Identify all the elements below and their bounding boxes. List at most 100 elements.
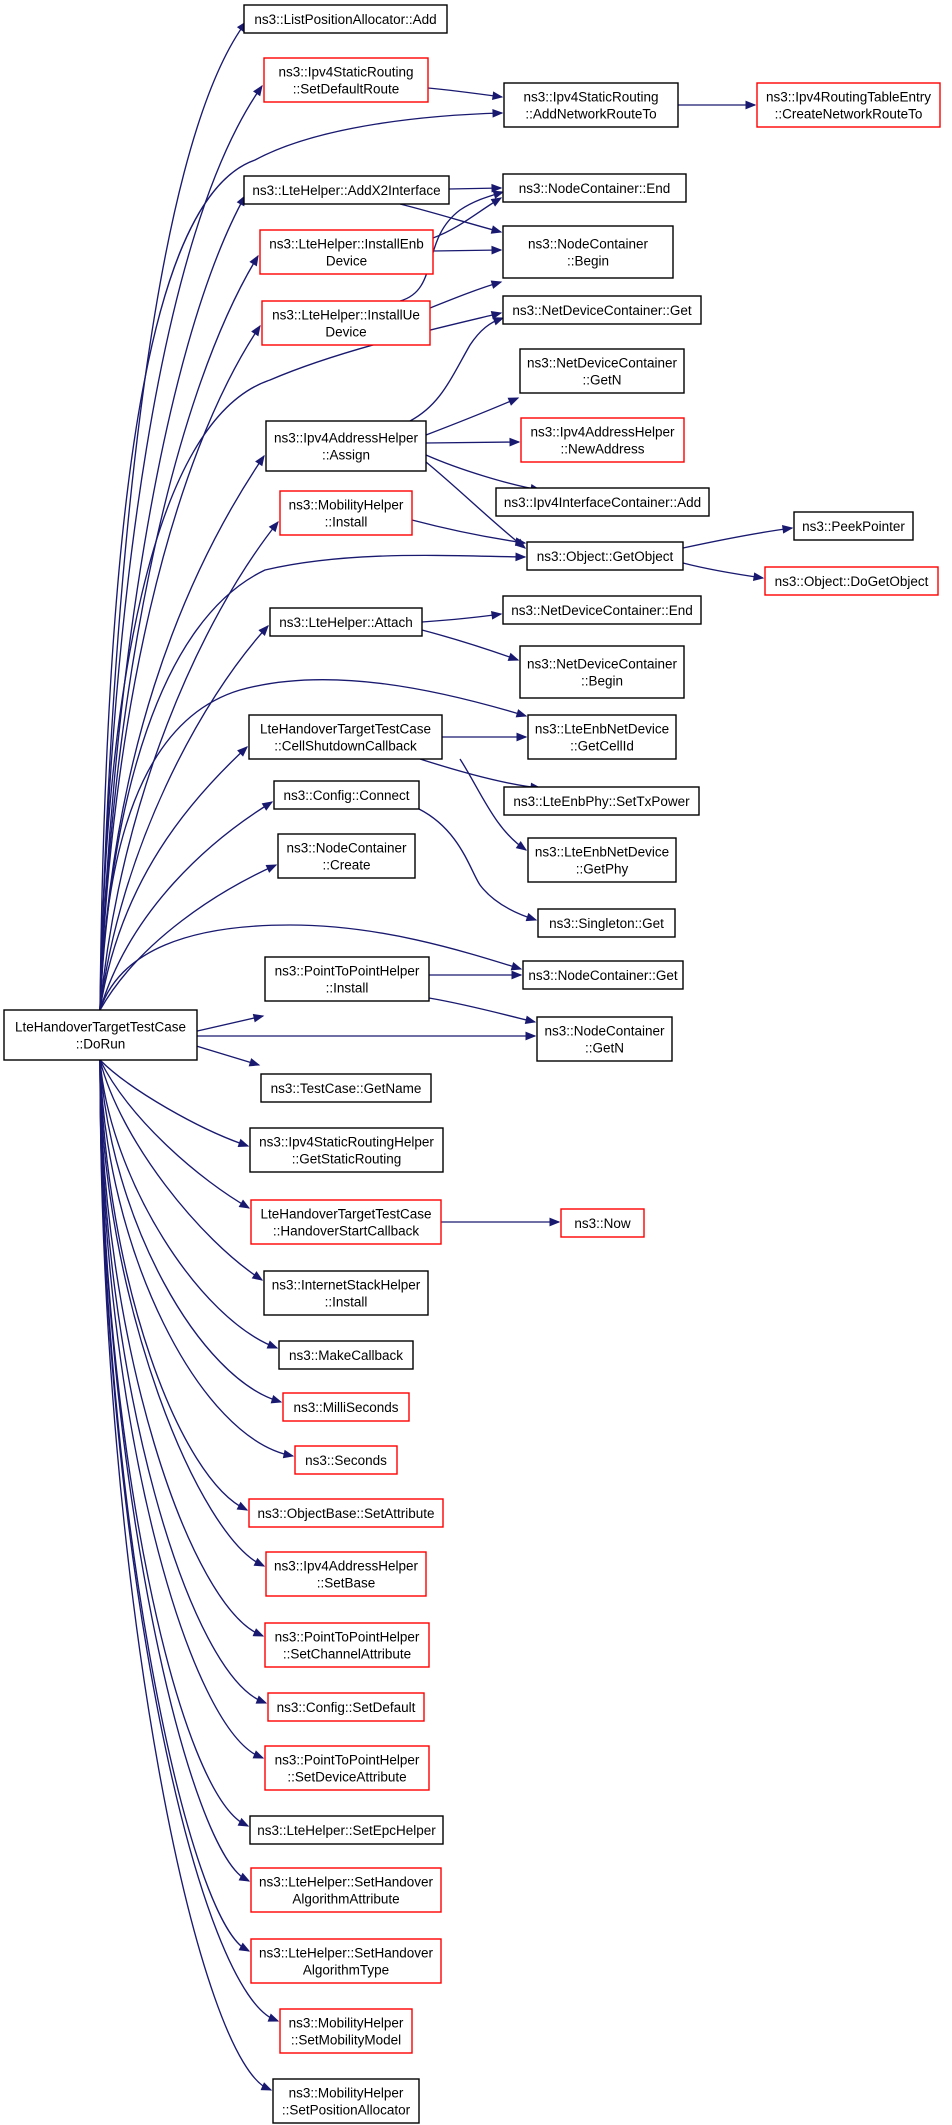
node-lte_attach[interactable]: ns3::LteHelper::Attach <box>269 607 423 637</box>
edge-iah_assign-to-ndc_getn <box>425 397 519 436</box>
node-root[interactable]: LteHandoverTargetTestCase::DoRun <box>3 1009 198 1061</box>
node-lte_attach-label-0: ns3::LteHelper::Attach <box>279 615 413 630</box>
node-handoverstart[interactable]: LteHandoverTargetTestCase::HandoverStart… <box>250 1199 442 1245</box>
node-peekpointer[interactable]: ns3::PeekPointer <box>793 511 914 541</box>
node-obj_dogetobject[interactable]: ns3::Object::DoGetObject <box>764 566 939 596</box>
node-iah_assign-box <box>265 420 427 472</box>
node-isr_addnet-box <box>503 82 679 128</box>
node-ndc_end[interactable]: ns3::NetDeviceContainer::End <box>502 595 702 625</box>
node-ish_install-label-0: ns3::InternetStackHelper <box>272 1278 421 1293</box>
edge-root-to-isr_setdefault-arrowhead <box>253 84 263 97</box>
edge-root-to-cfg_connect <box>99 801 273 1011</box>
node-tc_getname[interactable]: ns3::TestCase::GetName <box>260 1073 432 1103</box>
node-irte_create[interactable]: ns3::Ipv4RoutingTableEntry::CreateNetwor… <box>756 82 941 128</box>
edge-root-to-tc_getname-arrowhead <box>248 1058 261 1067</box>
node-lte_setepc-label-0: ns3::LteHelper::SetEpcHelper <box>257 1823 436 1838</box>
node-nc_getn[interactable]: ns3::NodeContainer::GetN <box>536 1016 673 1062</box>
node-mob_setmodel[interactable]: ns3::MobilityHelper::SetMobilityModel <box>279 2008 413 2054</box>
node-nc_create[interactable]: ns3::NodeContainer::Create <box>277 833 416 879</box>
edge-root-to-lte_attach <box>99 625 269 1011</box>
node-lenb_getcellid-label-1: ::GetCellId <box>570 739 634 754</box>
node-nc_end[interactable]: ns3::NodeContainer::End <box>502 173 687 203</box>
node-ndc_begin[interactable]: ns3::NetDeviceContainer::Begin <box>519 645 685 699</box>
node-singleton_get-box <box>537 908 676 938</box>
node-ndc_getn[interactable]: ns3::NetDeviceContainer::GetN <box>519 348 685 394</box>
node-nc_create-label-0: ns3::NodeContainer <box>286 841 407 856</box>
node-p2p_setchan-label-0: ns3::PointToPointHelper <box>275 1630 420 1645</box>
node-cfg_connect[interactable]: ns3::Config::Connect <box>273 780 420 810</box>
edge-root-to-milliseconds <box>99 1059 282 1403</box>
node-ish_install-box <box>263 1270 429 1316</box>
node-obj_getobject[interactable]: ns3::Object::GetObject <box>526 541 684 571</box>
node-lte_addx2-label-0: ns3::LteHelper::AddX2Interface <box>252 183 440 198</box>
node-lte_installue-label-0: ns3::LteHelper::InstallUe <box>272 308 420 323</box>
node-cellshutdown[interactable]: LteHandoverTargetTestCase::CellShutdownC… <box>248 714 443 760</box>
node-mob_setpos[interactable]: ns3::MobilityHelper::SetPositionAllocato… <box>272 2078 420 2124</box>
node-lenb_getcellid[interactable]: ns3::LteEnbNetDevice::GetCellId <box>527 714 677 760</box>
node-milliseconds[interactable]: ns3::MilliSeconds <box>282 1392 410 1422</box>
node-lte_setepc[interactable]: ns3::LteHelper::SetEpcHelper <box>249 1815 444 1845</box>
node-peekpointer-label-0: ns3::PeekPointer <box>802 519 905 534</box>
node-iah_newaddr[interactable]: ns3::Ipv4AddressHelper::NewAddress <box>520 417 685 463</box>
node-p2p_setchan[interactable]: ns3::PointToPointHelper::SetChannelAttri… <box>264 1622 430 1668</box>
node-iah_assign-label-0: ns3::Ipv4AddressHelper <box>274 431 419 446</box>
node-iic_add[interactable]: ns3::Ipv4InterfaceContainer::Add <box>495 487 710 517</box>
node-nc_get[interactable]: ns3::NodeContainer::Get <box>522 960 684 990</box>
node-lte_addx2[interactable]: ns3::LteHelper::AddX2Interface <box>243 175 450 205</box>
edge-root-to-makecallback <box>99 1059 278 1349</box>
node-iah_assign[interactable]: ns3::Ipv4AddressHelper::Assign <box>265 420 427 472</box>
edge-root-to-iah_assign-arrowhead <box>255 454 265 467</box>
node-now[interactable]: ns3::Now <box>560 1208 645 1238</box>
node-lte_sethoattr[interactable]: ns3::LteHelper::SetHandoverAlgorithmAttr… <box>250 1867 442 1913</box>
node-nc_begin[interactable]: ns3::NodeContainer::Begin <box>502 225 674 279</box>
node-singleton_get[interactable]: ns3::Singleton::Get <box>537 908 676 938</box>
node-mob_setmodel-box <box>279 2008 413 2054</box>
edge-lte_installue-to-nc_end-arrowhead <box>492 190 505 199</box>
node-makecallback[interactable]: ns3::MakeCallback <box>278 1340 414 1370</box>
edge-root-to-lte_installue <box>99 325 261 1011</box>
node-nc_end-box <box>502 173 687 203</box>
edge-root-to-cellshutdown <box>99 746 248 1011</box>
node-nc_begin-label-0: ns3::NodeContainer <box>528 237 649 252</box>
edge-root-to-obj_getobject-arrowhead <box>515 552 527 562</box>
node-seconds[interactable]: ns3::Seconds <box>294 1445 398 1475</box>
node-nc_get-label-0: ns3::NodeContainer::Get <box>528 968 678 983</box>
node-isrh_getstatic[interactable]: ns3::Ipv4StaticRoutingHelper::GetStaticR… <box>249 1127 444 1173</box>
node-ndc_begin-label-1: ::Begin <box>581 674 623 689</box>
edge-root-to-mob_setmodel <box>99 1059 279 2022</box>
edge-iah_assign-to-iah_newaddr-arrowhead <box>509 437 521 447</box>
edge-lte_attach-to-ndc_end <box>421 613 502 623</box>
node-root-label-0: LteHandoverTargetTestCase <box>15 1020 186 1035</box>
edge-obj_getobject-to-obj_dogetobject-arrowhead <box>752 572 765 581</box>
node-lenbphy_settx[interactable]: ns3::LteEnbPhy::SetTxPower <box>503 786 700 816</box>
node-iah_setbase[interactable]: ns3::Ipv4AddressHelper::SetBase <box>265 1551 427 1597</box>
node-mob_install[interactable]: ns3::MobilityHelper::Install <box>279 490 413 536</box>
node-lpa_add[interactable]: ns3::ListPositionAllocator::Add <box>243 4 448 34</box>
node-ndc_get[interactable]: ns3::NetDeviceContainer::Get <box>502 295 702 325</box>
node-ob_setattr[interactable]: ns3::ObjectBase::SetAttribute <box>248 1498 444 1528</box>
node-cfg_connect-box <box>273 780 420 810</box>
node-lte_sethotype-label-1: AlgorithmType <box>303 1963 389 1978</box>
node-tc_getname-box <box>260 1073 432 1103</box>
edge-root-to-isrh_getstatic-arrowhead <box>237 1138 250 1147</box>
edge-isr_addnet-to-irte_create-arrowhead <box>745 100 757 110</box>
node-mob_install-label-1: ::Install <box>325 515 368 530</box>
node-nc_get-box <box>522 960 684 990</box>
node-p2p_setchan-box <box>264 1622 430 1668</box>
node-isr_addnet[interactable]: ns3::Ipv4StaticRouting::AddNetworkRouteT… <box>503 82 679 128</box>
node-p2p_install-box <box>264 956 430 1002</box>
node-isr_setdefault[interactable]: ns3::Ipv4StaticRouting::SetDefaultRoute <box>263 57 429 103</box>
edge-root-to-isr_addnet-arrowhead <box>492 108 504 118</box>
node-p2p_setdev[interactable]: ns3::PointToPointHelper::SetDeviceAttrib… <box>264 1745 430 1791</box>
node-p2p_install[interactable]: ns3::PointToPointHelper::Install <box>264 956 430 1002</box>
edge-root-to-seconds-arrowhead <box>282 1449 295 1459</box>
edge-root-to-lpa_add <box>99 21 247 1011</box>
node-ish_install[interactable]: ns3::InternetStackHelper::Install <box>263 1270 429 1316</box>
edge-root-to-ob_setattr-arrowhead <box>236 1501 249 1511</box>
node-cfg_setdefault[interactable]: ns3::Config::SetDefault <box>267 1692 425 1722</box>
node-lenb_getphy[interactable]: ns3::LteEnbNetDevice::GetPhy <box>527 837 677 883</box>
edge-root-to-cfg_setdefault <box>99 1059 267 1704</box>
